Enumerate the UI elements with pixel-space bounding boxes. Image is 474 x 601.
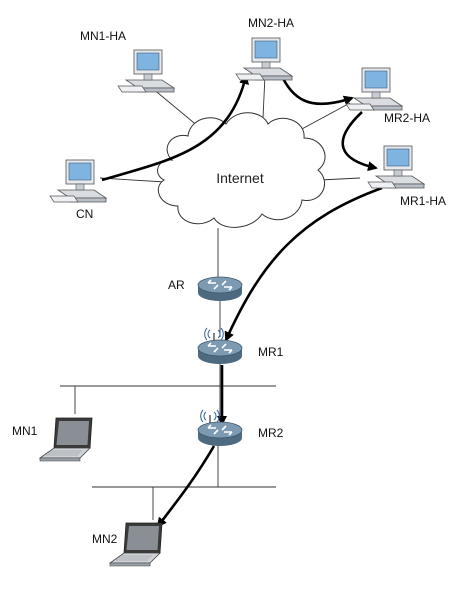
mn1-label: MN1 <box>12 424 38 438</box>
arrow-cn-to-mn2ha <box>101 74 249 182</box>
desktop-computer-icon <box>367 145 425 189</box>
arrow-mr2ha-to-mr1ha <box>341 111 378 172</box>
desktop-computer-icon <box>345 67 403 111</box>
mn2-label: MN2 <box>92 532 118 546</box>
internet-cloud: Internet <box>157 112 326 228</box>
desktop-computer-icon <box>49 159 107 203</box>
router-icon <box>197 276 243 302</box>
mr1-node <box>197 327 243 365</box>
mr2-label: MR2 <box>258 426 284 440</box>
mr1-label: MR1 <box>258 345 284 359</box>
mn2-node <box>109 522 163 567</box>
laptop-icon <box>109 522 163 567</box>
desktop-computer-icon <box>235 37 293 81</box>
link-mr1ha-internet <box>319 177 361 181</box>
network-links <box>60 74 361 520</box>
laptop-icon <box>39 417 93 462</box>
desktop-computer-icon <box>117 49 175 93</box>
mn2-ha-label: MN2-HA <box>248 16 294 30</box>
mr2-ha-node <box>345 67 403 111</box>
arrow-mr1ha-to-mr1 <box>224 186 383 342</box>
mn1-node <box>39 417 93 462</box>
mn2-ha-node <box>235 37 293 81</box>
ar-label: AR <box>168 278 185 292</box>
cn-label: CN <box>76 207 93 221</box>
arrow-mr2-to-mn2 <box>156 445 216 528</box>
link-mn2ha-internet <box>262 74 266 119</box>
link-mr2ha-internet <box>299 102 351 131</box>
routing-path <box>101 71 383 528</box>
mr1-ha-label: MR1-HA <box>400 194 446 208</box>
cn-node <box>49 159 107 203</box>
mn1-ha-node <box>117 49 175 93</box>
wireless-router-icon <box>197 339 243 365</box>
internet-label: Internet <box>216 170 264 186</box>
wireless-router-icon <box>197 421 243 447</box>
mn1-ha-label: MN1-HA <box>80 29 126 43</box>
mr2-ha-label: MR2-HA <box>384 111 430 125</box>
mr1-ha-node <box>367 145 425 189</box>
ar-node <box>197 276 243 302</box>
